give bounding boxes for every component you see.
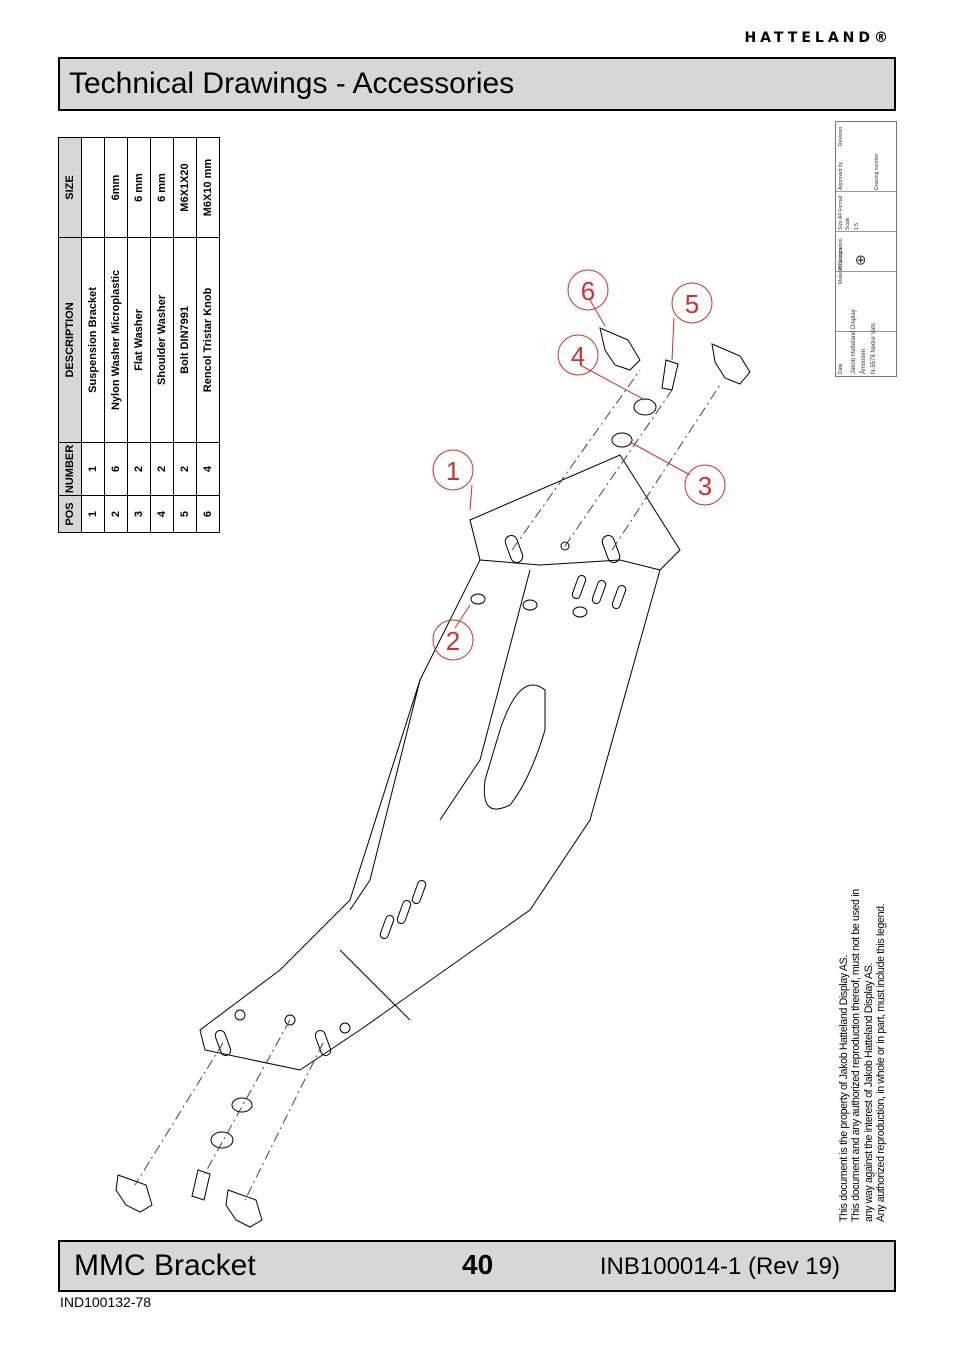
cell-size: 6mm [104,137,128,238]
bracket-inner-edge [479,559,661,571]
title-bar: Technical Drawings - Accessories [58,57,896,111]
document-code: IND100132-78 [60,1294,152,1310]
callout-labels: 1 2 3 4 5 6 [432,269,726,661]
page-number: 40 [462,1249,494,1280]
slot [504,534,524,564]
tb-address-1: Åmsosen [861,348,867,374]
callout-3: 3 [698,471,712,501]
projection-icon: ⊕ [852,254,868,266]
bolt-top [661,359,679,391]
slot [611,584,627,610]
tb-date-label: Date [838,363,844,374]
shoulder-washer [633,398,657,416]
title-block: Date Jakob Hatteland Display Åmsosen N-5… [835,121,897,377]
bracket-inner-edge-2 [339,949,411,1021]
knob-top-left [599,327,641,371]
legal-line-4: Any authorized reproduction, in whole or… [875,903,888,1222]
header-size: SIZE [58,137,82,238]
bracket-exploded-drawing: 1 2 3 4 5 6 [115,269,751,1228]
product-name: MMC Bracket [74,1249,256,1282]
slot [571,574,587,600]
legal-line-2: This document and any authorized reprodu… [850,889,863,1222]
tb-drawing-label: Drawing number [874,153,880,190]
footer-bar: MMC Bracket 40 INB100014-1 (Rev 19) [58,1240,896,1292]
slot [396,899,412,925]
callout-4: 4 [571,341,585,371]
legal-line-1: This document is the property of Jakob H… [838,955,850,1222]
header-pos: POS [58,495,82,533]
tb-scale-label: Scale [845,217,851,230]
cell-size: M6X10 mm [196,137,220,238]
knob-bottom-left [115,1174,153,1213]
cell-size: M6X1X20 [173,137,197,238]
header-number: NUMBER [58,442,82,496]
knob-bottom-right [225,1189,263,1228]
callout-2: 2 [446,626,460,656]
document-reference: INB100014-1 (Rev 19) [599,1253,840,1280]
tb-scale-value: 1:5 [854,223,860,230]
shoulder-washer [210,1131,234,1149]
slot [601,534,621,564]
nylon-washer [470,593,486,605]
header-description: DESCRIPTION [58,237,82,443]
hole [560,541,570,551]
hole [234,1009,246,1021]
center-cutout [483,684,546,810]
nylon-washer [522,599,538,611]
hole [284,1014,296,1026]
tb-format-label: Size A4 Format [838,195,844,230]
flat-washer [231,1097,253,1113]
slot [379,914,395,940]
bolt-bottom [191,1169,211,1201]
bracket-outline [199,454,681,1071]
slot [411,879,427,905]
flat-washer [611,432,633,448]
cell-size: 6 mm [127,137,151,238]
callout-1: 1 [446,456,460,486]
legal-legend: This document is the property of Jakob H… [838,860,898,1222]
tb-projection-label: Projection [838,247,844,270]
hole [339,1022,351,1034]
bracket-fold-2 [439,569,531,821]
knob-top-right [711,343,751,385]
brand-logo: HATTELAND® [744,30,892,46]
tb-approved-label: Approved by [838,161,844,190]
tb-revision-label: Revision [838,126,844,146]
nylon-washer [572,606,588,618]
page-title: Technical Drawings - Accessories [69,67,515,100]
callout-5: 5 [685,289,699,319]
cell-size [81,137,105,238]
legal-line-3: any way against the interest of Jakob Ha… [862,962,875,1222]
slot [591,579,607,605]
bracket-fold [349,679,421,911]
cell-size: 6 mm [150,137,174,238]
slot [314,1029,332,1057]
callout-6: 6 [581,276,595,306]
slot [214,1029,232,1057]
